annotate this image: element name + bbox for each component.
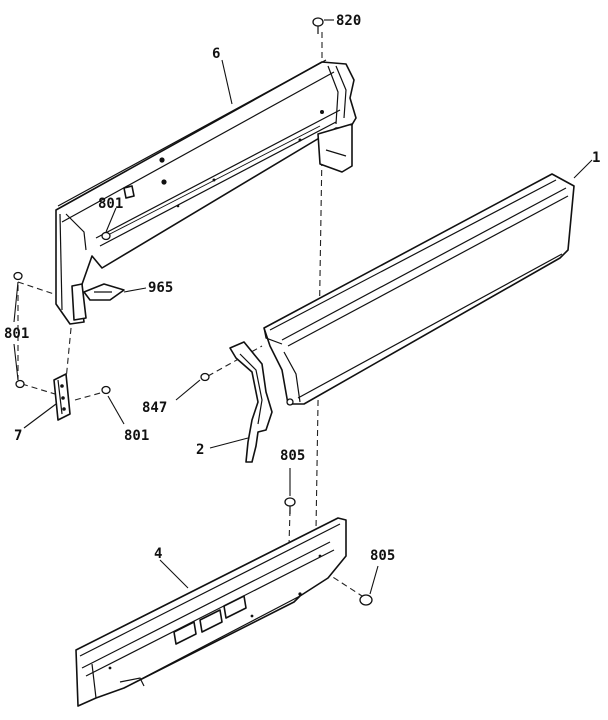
label-4: 4: [154, 546, 162, 562]
label-801-top: 801: [98, 196, 123, 212]
part-6-backguard: [55, 59, 357, 325]
label-801-left: 801: [4, 326, 29, 342]
screw-801-left-lower: [15, 379, 25, 389]
label-965: 965: [148, 280, 173, 296]
screw-801-right: [101, 385, 111, 395]
part-7-hinge-bracket: [53, 373, 71, 421]
label-1: 1: [592, 150, 600, 166]
part-965-clip: [83, 283, 125, 301]
label-805-top: 805: [280, 448, 305, 464]
leader-lines: [13, 19, 593, 595]
label-801-bottom: 801: [124, 428, 149, 444]
part-1-trim-cap: [263, 173, 575, 406]
screw-801-top: [101, 231, 111, 241]
label-847: 847: [142, 400, 167, 416]
screw-820: [312, 17, 324, 34]
part-2-end-bracket: [229, 341, 273, 463]
label-805-right: 805: [370, 548, 395, 564]
label-7: 7: [14, 428, 22, 444]
part-4-bottom-rail: [75, 517, 347, 707]
callout-labels: 820 6 1 801 965 801 847 7 801 2 805 4 80…: [4, 13, 600, 564]
label-820: 820: [336, 13, 361, 29]
label-6: 6: [212, 46, 220, 62]
screw-805-top: [284, 497, 296, 514]
screw-847: [200, 372, 210, 382]
label-2: 2: [196, 442, 204, 458]
screw-801-left-upper: [13, 271, 23, 281]
screw-805-right: [359, 594, 373, 606]
